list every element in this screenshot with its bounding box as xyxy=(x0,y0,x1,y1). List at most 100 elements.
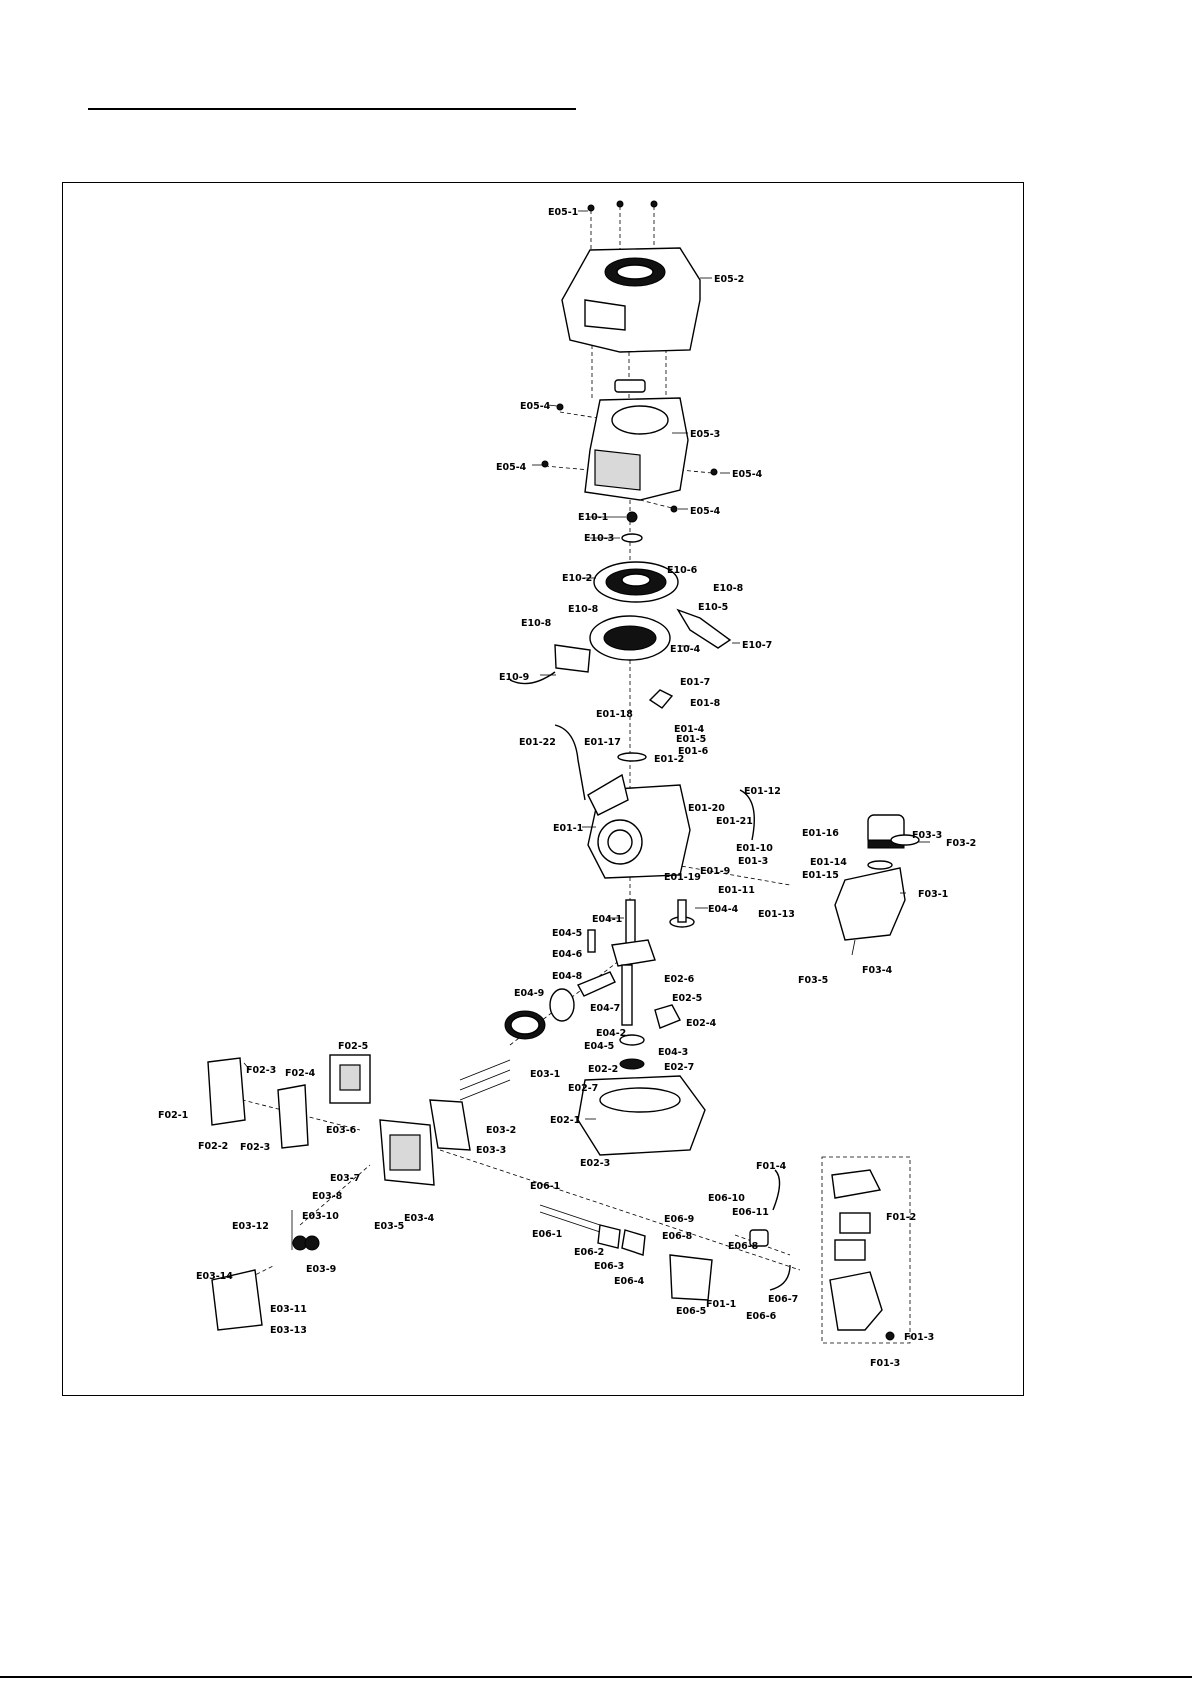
label-E01-16: E01-16 xyxy=(802,828,839,839)
label-E06-8a: E06-8 xyxy=(662,1231,693,1242)
label-E02-7b: E02-7 xyxy=(568,1083,598,1094)
label-E06-7: E06-7 xyxy=(768,1294,798,1305)
crankshaft-piston xyxy=(504,899,695,1040)
label-E04-1: E04-1 xyxy=(592,914,622,925)
footer-rule xyxy=(0,1676,1192,1678)
label-E06-9: E06-9 xyxy=(664,1214,694,1225)
label-E03-9: E03-9 xyxy=(306,1264,336,1275)
label-E03-11: E03-11 xyxy=(270,1304,307,1315)
label-E05-3: E05-3 xyxy=(690,429,720,440)
label-E10-4: E10-4 xyxy=(670,644,701,655)
label-E02-6: E02-6 xyxy=(664,974,695,985)
label-E06-8b: E06-8 xyxy=(728,1241,759,1252)
label-E01-6: E01-6 xyxy=(678,746,709,757)
blower-cover xyxy=(561,247,701,353)
label-E01-21: E01-21 xyxy=(716,816,753,827)
flywheel-assembly xyxy=(509,511,732,685)
label-E03-14: E03-14 xyxy=(196,1271,233,1282)
label-E06-11: E06-11 xyxy=(732,1207,769,1218)
label-E01-14: E01-14 xyxy=(810,857,847,868)
label-F01-1: F01-1 xyxy=(706,1299,736,1310)
label-E01-8: E01-8 xyxy=(690,698,721,709)
label-E04-4: E04-4 xyxy=(708,904,739,915)
label-F02-5: F02-5 xyxy=(338,1041,368,1052)
label-E06-3: E06-3 xyxy=(594,1261,624,1272)
label-E01-2: E01-2 xyxy=(654,754,684,765)
label-E02-7a: E02-7 xyxy=(664,1062,694,1073)
label-E01-3: E01-3 xyxy=(738,856,768,867)
label-E01-1: E01-1 xyxy=(553,823,583,834)
label-E05-1: E05-1 xyxy=(548,207,578,218)
label-F02-3a: F02-3 xyxy=(246,1065,276,1076)
label-E03-3: E03-3 xyxy=(476,1145,506,1156)
label-F02-1: F02-1 xyxy=(158,1110,188,1121)
label-F01-3a: F01-3 xyxy=(904,1332,934,1343)
part-labels: E05-1 E05-2 E05-4 E05-3 E05-4 E05-4 E05-… xyxy=(158,207,976,1369)
label-E06-10: E06-10 xyxy=(708,1193,745,1204)
label-E03-10: E03-10 xyxy=(302,1211,339,1222)
label-E10-8b: E10-8 xyxy=(568,604,599,615)
label-E10-9: E10-9 xyxy=(499,672,529,683)
label-E06-5: E06-5 xyxy=(676,1306,706,1317)
label-E06-1a: E06-1 xyxy=(530,1181,560,1192)
label-E03-1: E03-1 xyxy=(530,1069,560,1080)
label-E05-2: E05-2 xyxy=(714,274,744,285)
label-E10-2: E10-2 xyxy=(562,573,592,584)
label-E10-3: E10-3 xyxy=(584,533,614,544)
label-E01-15: E01-15 xyxy=(802,870,839,881)
label-E03-5: E03-5 xyxy=(374,1221,404,1232)
label-F01-3b: F01-3 xyxy=(870,1358,900,1369)
label-F01-2: F01-2 xyxy=(886,1212,916,1223)
label-F03-4: F03-4 xyxy=(862,965,893,976)
label-F02-3b: F02-3 xyxy=(240,1142,270,1153)
label-E03-12: E03-12 xyxy=(232,1221,269,1232)
label-E03-6: E03-6 xyxy=(326,1125,357,1136)
label-E01-5: E01-5 xyxy=(676,734,706,745)
label-E04-3: E04-3 xyxy=(658,1047,688,1058)
label-F03-1: F03-1 xyxy=(918,889,948,900)
label-E01-11: E01-11 xyxy=(718,885,755,896)
label-E02-3: E02-3 xyxy=(580,1158,610,1169)
label-E01-19: E01-19 xyxy=(664,872,701,883)
label-E04-2: E04-2 xyxy=(596,1028,626,1039)
label-E02-1: E02-1 xyxy=(550,1115,580,1126)
label-E03-2: E03-2 xyxy=(486,1125,516,1136)
label-E01-18: E01-18 xyxy=(596,709,633,720)
label-E05-4b: E05-4 xyxy=(496,462,527,473)
label-E04-5a: E04-5 xyxy=(552,928,582,939)
label-E03-13: E03-13 xyxy=(270,1325,307,1336)
air-filter-group xyxy=(821,1156,911,1344)
label-E04-9: E04-9 xyxy=(514,988,544,999)
label-F01-4: F01-4 xyxy=(756,1161,787,1172)
label-E05-4a: E05-4 xyxy=(520,401,551,412)
label-E10-8a: E10-8 xyxy=(713,583,744,594)
label-E10-7: E10-7 xyxy=(742,640,772,651)
label-E04-7: E04-7 xyxy=(590,1003,620,1014)
label-E02-5: E02-5 xyxy=(672,993,702,1004)
label-E10-5: E10-5 xyxy=(698,602,728,613)
label-E01-7: E01-7 xyxy=(680,677,710,688)
label-E03-4: E03-4 xyxy=(404,1213,435,1224)
header-rule xyxy=(88,108,576,110)
label-E06-2: E06-2 xyxy=(574,1247,604,1258)
label-E05-4d: E05-4 xyxy=(690,506,721,517)
label-E01-17: E01-17 xyxy=(584,737,621,748)
label-F03-2: F03-2 xyxy=(946,838,976,849)
label-E10-6: E10-6 xyxy=(667,565,698,576)
cover-bolts xyxy=(587,200,658,212)
label-F02-2: F02-2 xyxy=(198,1141,228,1152)
label-E01-4: E01-4 xyxy=(674,724,705,735)
label-E03-7: E03-7 xyxy=(330,1173,360,1184)
label-E01-9: E01-9 xyxy=(700,866,730,877)
fuel-tank xyxy=(834,814,920,956)
blower-housing xyxy=(541,379,718,513)
label-F03-5: F03-5 xyxy=(798,975,828,986)
label-E03-8: E03-8 xyxy=(312,1191,343,1202)
label-E06-4: E06-4 xyxy=(614,1276,645,1287)
label-E02-4: E02-4 xyxy=(686,1018,717,1029)
leader-lines xyxy=(243,210,930,1120)
label-E04-8: E04-8 xyxy=(552,971,583,982)
label-F03-3: F03-3 xyxy=(912,830,942,841)
label-E04-6: E04-6 xyxy=(552,949,583,960)
